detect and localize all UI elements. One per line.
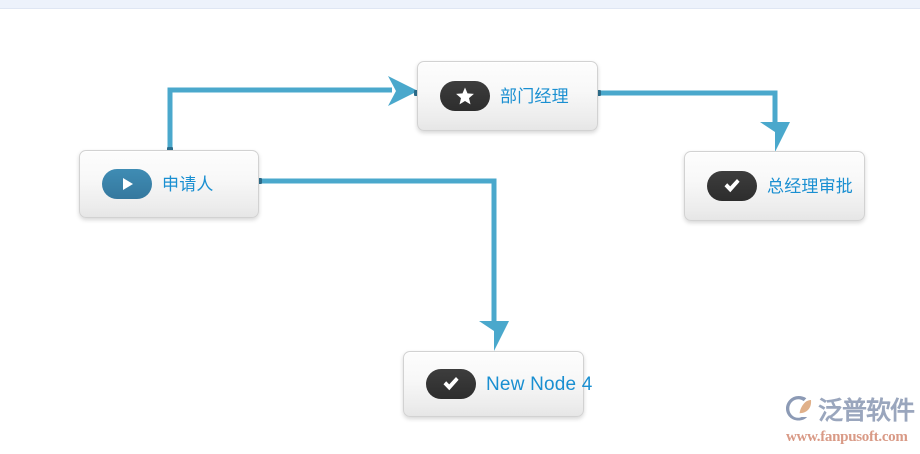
node-new-node-4-label: New Node 4 bbox=[486, 373, 593, 395]
edge-applicant-to-new-node-4[interactable] bbox=[259, 178, 509, 351]
node-dept-manager-label: 部门经理 bbox=[500, 86, 569, 106]
check-icon bbox=[426, 369, 476, 399]
node-applicant[interactable]: 申请人 bbox=[79, 150, 259, 218]
edge-applicant-to-dept-manager[interactable] bbox=[167, 76, 418, 150]
check-icon bbox=[707, 171, 757, 201]
node-gm-approval-label: 总经理审批 bbox=[767, 176, 853, 196]
node-applicant-label: 申请人 bbox=[162, 174, 214, 194]
anchor-applicant-right[interactable] bbox=[256, 178, 262, 184]
node-dept-manager[interactable]: 部门经理 bbox=[417, 61, 598, 131]
watermark-brand: 泛普软件 bbox=[818, 396, 915, 425]
fanpu-swoosh-logo-icon bbox=[784, 394, 814, 427]
edge-dept-manager-to-gm-approval[interactable] bbox=[598, 90, 790, 152]
top-toolbar-strip bbox=[0, 0, 920, 9]
play-icon bbox=[102, 169, 152, 199]
anchor-dept-manager-right[interactable] bbox=[595, 90, 601, 96]
node-gm-approval[interactable]: 总经理审批 bbox=[684, 151, 865, 221]
watermark-url: www.fanpusoft.com bbox=[786, 429, 908, 445]
node-new-node-4[interactable]: New Node 4 bbox=[403, 351, 592, 417]
star-icon bbox=[440, 81, 490, 111]
watermark: 泛普软件 www.fanpusoft.com bbox=[784, 394, 916, 450]
